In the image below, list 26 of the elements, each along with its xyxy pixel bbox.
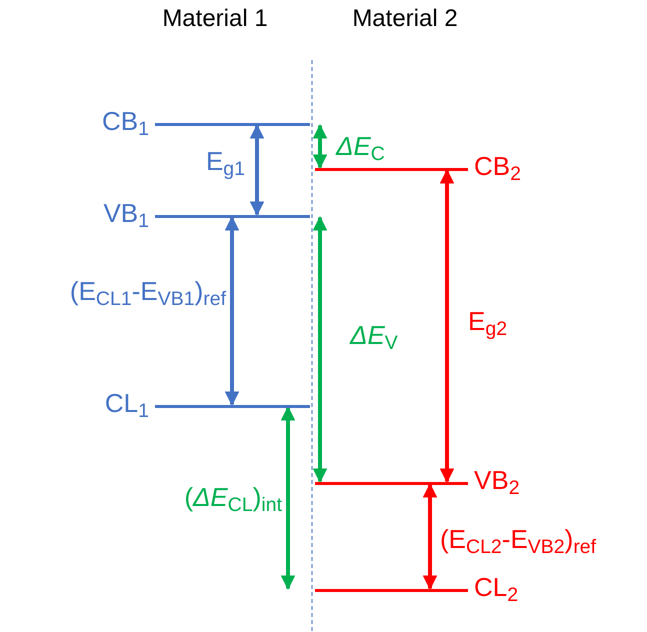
level-label: CL$_{2}$ (474, 572, 520, 602)
level-label: CB$_{2}$ (474, 151, 522, 181)
energy-level-line (315, 168, 468, 170)
double-arrow (312, 216, 328, 483)
material-heading: Material 1 (161, 4, 269, 34)
double-arrow (250, 124, 264, 216)
edge-label: ΔE$_{V}$ (350, 320, 399, 350)
double-arrow (312, 124, 328, 169)
double-arrow (224, 216, 240, 406)
energy-level-line (155, 122, 310, 126)
edge-label: (ΔE$_{CL}$)$_{int}$ (183, 482, 282, 512)
double-arrow (280, 406, 296, 590)
material-heading: Material 2 (351, 4, 459, 34)
level-label: VB$_{2}$ (474, 465, 521, 495)
energy-level-line (315, 482, 468, 484)
level-label: CL$_{1}$ (104, 388, 149, 418)
double-arrow (440, 169, 454, 483)
level-label: VB$_{1}$ (102, 198, 149, 228)
edge-label: (E$_{CL1}$-E$_{VB1}$)$_{ref}$ (68, 276, 226, 306)
double-arrow (422, 483, 438, 590)
energy-level-line (155, 214, 310, 218)
edge-label: (E$_{CL2}$-E$_{VB2}$)$_{ref}$ (440, 524, 598, 554)
energy-level-line (155, 404, 310, 408)
level-label: CB$_{1}$ (101, 106, 149, 136)
edge-label: ΔE$_{C}$ (336, 131, 386, 161)
energy-level-line (315, 588, 468, 592)
